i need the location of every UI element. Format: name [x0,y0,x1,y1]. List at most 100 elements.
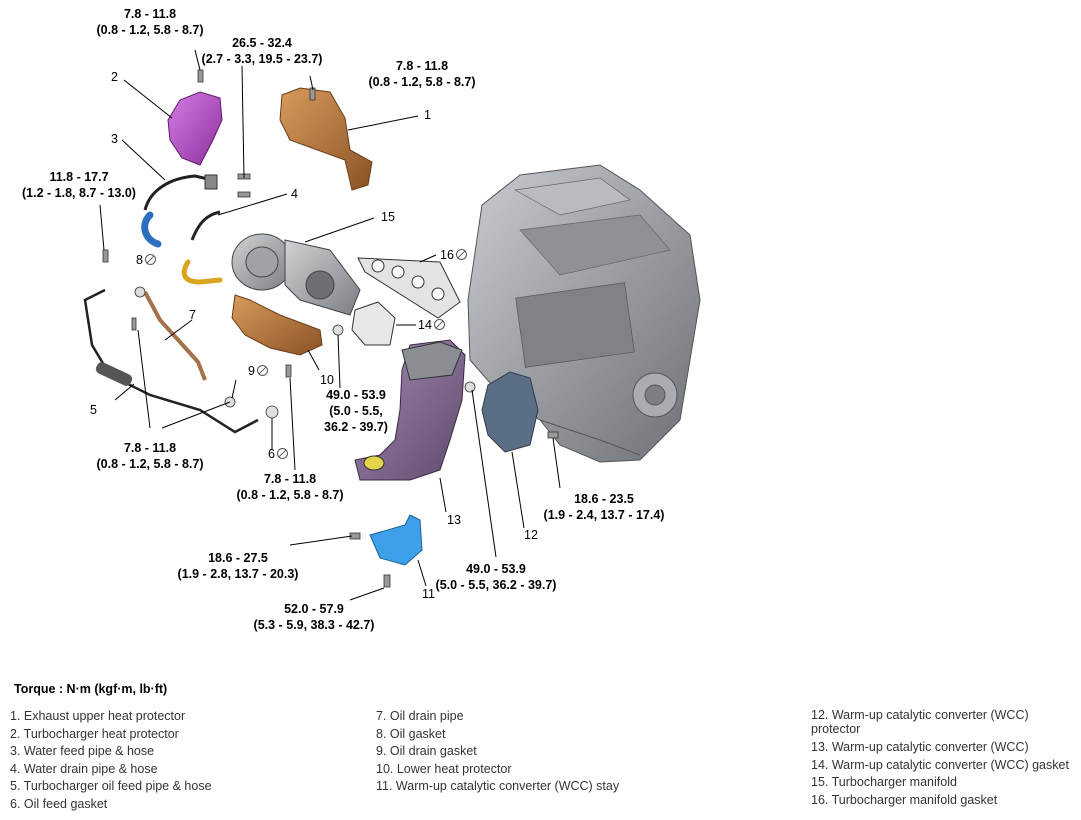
lower-heat-protector [231,294,323,356]
exploded-parts-diagram [83,49,701,601]
legend-item: 3. Water feed pipe & hose [10,744,155,758]
legend-item: 9. Oil drain gasket [376,744,477,758]
fasteners [102,69,559,588]
no-reuse-icon [256,365,268,376]
callout-8: 8 [136,253,143,267]
leader-lines [99,49,561,601]
torque-value-alt: (2.7 - 3.3, 19.5 - 23.7) [201,52,323,66]
legend-column-1: 1. Exhaust upper heat protector 2. Turbo… [10,708,212,813]
torque-value: 18.6 - 27.5 [208,551,268,565]
callout-11: 11 [422,587,435,601]
callout-16-wrap: 16 [440,248,467,262]
callout-16: 16 [440,248,454,262]
legend-column-2: 7. Oil drain pipe 8. Oil gasket 9. Oil d… [376,708,619,796]
callout-12: 12 [524,528,538,542]
exhaust-upper-heat-protector [279,87,373,191]
oil-drain-pipe [143,291,207,381]
callout-5: 5 [90,403,97,417]
legend-item: 13. Warm-up catalytic converter (WCC) [811,740,1029,754]
torque-value-alt: (0.8 - 1.2, 5.8 - 8.7) [96,23,204,37]
callout-14-wrap: 14 [418,318,445,332]
turbocharger-manifold-gasket [357,257,461,319]
water-feed-hose [141,211,162,248]
callout-4: 4 [291,187,298,201]
legend-item: 12. Warm-up catalytic converter (WCC) pr… [811,708,1029,736]
legend-item: 5. Turbocharger oil feed pipe & hose [10,779,212,793]
torque-value-alt-2: 36.2 - 39.7) [324,420,388,434]
torque-label-low-mid: 7.8 - 11.8 (0.8 - 1.2, 5.8 - 8.7) [230,471,350,503]
legend-item: 4. Water drain pipe & hose [10,761,158,776]
callout-13: 13 [447,513,461,527]
torque-value-alt: (5.0 - 5.5, [329,404,383,418]
water-feed-bracket [204,174,218,190]
torque-value: 7.8 - 11.8 [123,7,177,21]
callout-9: 9 [248,364,255,378]
callout-1: 1 [424,108,431,122]
callout-15: 15 [381,210,395,224]
torque-value: 52.0 - 57.9 [284,602,344,616]
torque-value: 7.8 - 11.8 [123,441,177,455]
torque-label-stay-mid: 49.0 - 53.9 (5.0 - 5.5, 36.2 - 39.7) [414,561,578,593]
torque-value-alt: (1.9 - 2.8, 13.7 - 20.3) [177,567,299,581]
torque-value: 7.8 - 11.8 [263,472,317,486]
legend-item: 14. Warm-up catalytic converter (WCC) ga… [811,757,1069,772]
torque-value: 26.5 - 32.4 [232,36,292,50]
no-reuse-icon [455,249,467,260]
water-drain-pipe [190,210,221,241]
no-reuse-icon [144,254,156,265]
water-drain-hose [181,259,223,285]
torque-label-right: 18.6 - 23.5 (1.9 - 2.4, 13.7 - 17.4) [536,491,672,523]
legend-item: 1. Exhaust upper heat protector [10,709,186,723]
callout-7: 7 [189,308,196,322]
torque-label-stay-left: 18.6 - 27.5 (1.9 - 2.8, 13.7 - 20.3) [170,550,306,582]
wcc-gasket [351,301,396,346]
callout-3: 3 [111,132,118,146]
torque-label-left: 11.8 - 17.7 (1.2 - 1.8, 8.7 - 13.0) [14,169,144,201]
callout-8-wrap: 8 [136,253,156,267]
torque-value-alt: (0.8 - 1.2, 5.8 - 8.7) [96,457,204,471]
turbocharger-heat-protector [167,91,223,166]
turbocharger-manifold [231,233,361,316]
torque-units-title: Torque : N·m (kgf·m, lb·ft) [14,682,168,696]
torque-value: 49.0 - 53.9 [326,388,386,402]
torque-value-alt: (1.9 - 2.4, 13.7 - 17.4) [543,508,665,522]
torque-label-wcc: 49.0 - 53.9 (5.0 - 5.5, 36.2 - 39.7) [316,387,396,435]
legend-item: 10. Lower heat protector [376,761,512,776]
callout-2: 2 [111,70,118,84]
torque-value: 11.8 - 17.7 [49,170,109,184]
legend-item: 6. Oil feed gasket [10,796,108,811]
torque-label-top-left: 7.8 - 11.8 (0.8 - 1.2, 5.8 - 8.7) [90,6,210,38]
torque-label-top-right: 7.8 - 11.8 (0.8 - 1.2, 5.8 - 8.7) [362,58,482,90]
warm-up-catalytic-converter [354,339,466,481]
callout-9-wrap: 9 [248,364,268,378]
callout-10: 10 [320,373,334,387]
torque-label-stay-bottom: 52.0 - 57.9 (5.3 - 5.9, 38.3 - 42.7) [246,601,382,633]
legend-item: 11. Warm-up catalytic converter (WCC) st… [376,779,620,793]
wcc-protector [481,371,539,453]
water-feed-pipe [143,174,213,211]
callout-14: 14 [418,318,432,332]
legend-column-3: 12. Warm-up catalytic converter (WCC) pr… [811,708,1069,809]
torque-value: 18.6 - 23.5 [574,492,634,506]
torque-value: 7.8 - 11.8 [395,59,449,73]
torque-value-alt: (0.8 - 1.2, 5.8 - 8.7) [236,488,344,502]
legend-item: 15. Turbocharger manifold [811,775,957,789]
legend-item: 7. Oil drain pipe [376,709,464,723]
torque-label-top-mid: 26.5 - 32.4 (2.7 - 3.3, 19.5 - 23.7) [192,35,332,67]
torque-value-alt: (5.3 - 5.9, 38.3 - 42.7) [253,618,375,632]
legend-item: 8. Oil gasket [376,726,446,741]
no-reuse-icon [276,448,288,459]
legend-item: 2. Turbocharger heat protector [10,726,179,741]
oil-feed-pipe [83,288,259,434]
torque-label-low-left: 7.8 - 11.8 (0.8 - 1.2, 5.8 - 8.7) [90,440,210,472]
torque-value-alt: (5.0 - 5.5, 36.2 - 39.7) [435,578,557,592]
torque-value-alt: (1.2 - 1.8, 8.7 - 13.0) [22,186,136,200]
no-reuse-icon [433,319,445,330]
torque-value-alt: (0.8 - 1.2, 5.8 - 8.7) [368,75,476,89]
wcc-stay [369,514,423,566]
callout-6: 6 [268,447,275,461]
legend-item: 16. Turbocharger manifold gasket [811,792,998,807]
oil-feed-hose [95,362,133,386]
callout-6-wrap: 6 [268,447,288,461]
torque-value: 49.0 - 53.9 [466,562,526,576]
